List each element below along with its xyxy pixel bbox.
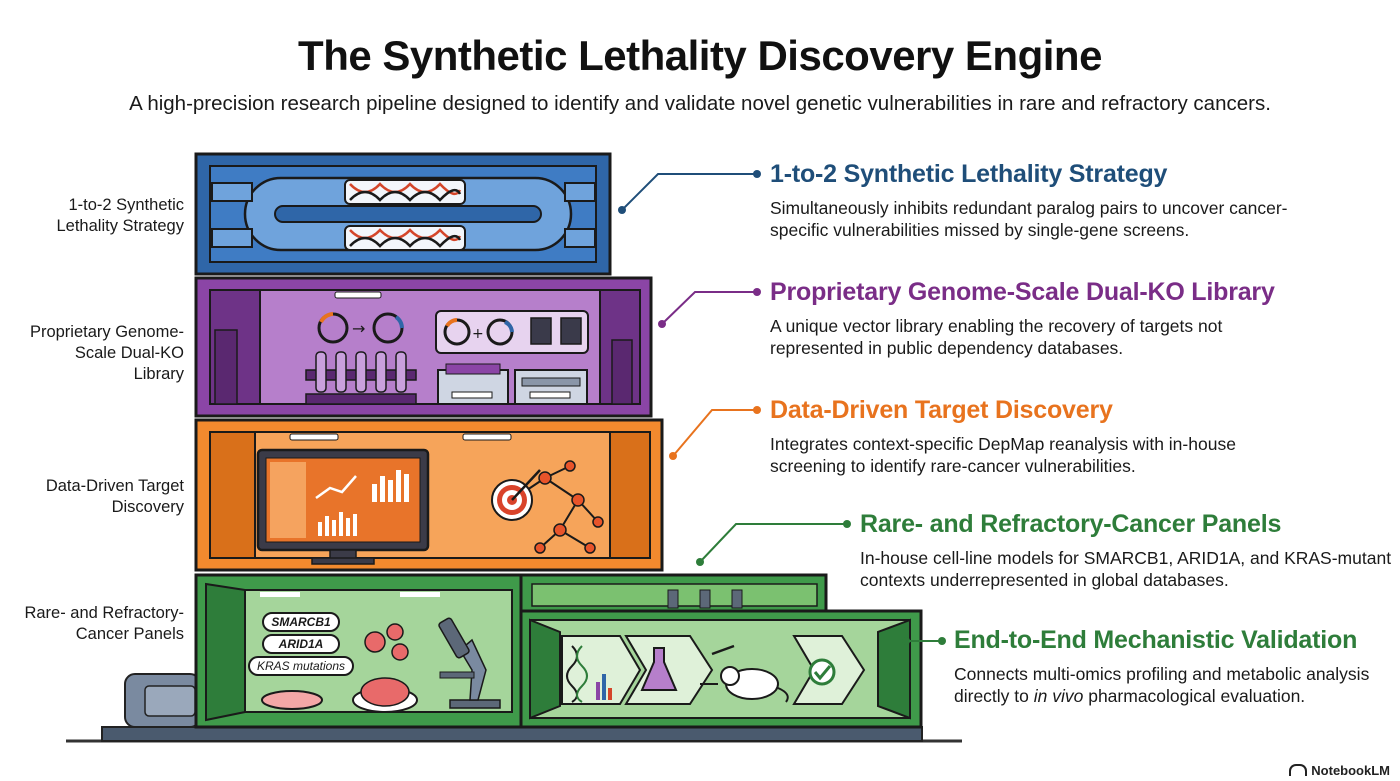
callout-text: Connects multi-omics profiling and metab…	[954, 663, 1394, 707]
callout-validation: End-to-End Mechanistic Validation Connec…	[954, 626, 1394, 707]
notebooklm-logo-icon	[1289, 764, 1308, 776]
callout-text: Simultaneously inhibits redundant paralo…	[770, 198, 1288, 240]
level-2-library-floor: → +	[194, 276, 653, 418]
page-title: The Synthetic Lethality Discovery Engine	[298, 32, 1102, 79]
callout-title: Proprietary Genome-Scale Dual-KO Library	[770, 278, 1275, 306]
callout-panels: Rare- and Refractory-Cancer Panels In-ho…	[860, 510, 1400, 591]
brand-mark: NotebookLM	[1289, 763, 1390, 778]
tumor-organoid-icon	[360, 677, 410, 707]
gene-tag-arid1a: ARID1A	[262, 634, 340, 654]
gene-tag-label: KRAS mutations	[256, 659, 346, 673]
callout-text-italic: in vivo	[1033, 686, 1084, 706]
dna-helix-icon	[344, 225, 466, 251]
svg-text:+: +	[472, 326, 484, 342]
petri-dish-icon	[261, 690, 323, 710]
gene-tag-kras: KRAS mutations	[248, 656, 354, 676]
page-subtitle: A high-precision research pipeline desig…	[129, 92, 1271, 115]
callout-title: End-to-End Mechanistic Validation	[954, 626, 1358, 654]
callout-discovery: Data-Driven Target Discovery Integrates …	[770, 396, 1310, 477]
callout-text: In-house cell-line models for SMARCB1, A…	[860, 548, 1392, 590]
callout-text: Integrates context-specific DepMap reana…	[770, 434, 1236, 476]
callout-title: Data-Driven Target Discovery	[770, 396, 1113, 424]
callout-text-part: Connects multi-omics profiling and metab…	[954, 664, 1370, 706]
svg-text:→: →	[352, 319, 365, 338]
level-4-panels-floor	[194, 573, 923, 729]
gene-tag-label: SMARCB1	[271, 615, 331, 629]
level-3-discovery-floor	[194, 418, 664, 572]
side-label-level-1: 1-to-2 Synthetic Lethality Strategy	[56, 196, 185, 235]
leader-lines	[618, 170, 946, 645]
callout-library: Proprietary Genome-Scale Dual-KO Library…	[770, 278, 1310, 359]
microscope-icon	[438, 617, 501, 709]
gene-tag-label: ARID1A	[278, 637, 324, 651]
chip-icon	[560, 317, 582, 345]
side-label-level-2: Proprietary Genome-Scale Dual-KO Library	[29, 323, 184, 383]
callout-text: A unique vector library enabling the rec…	[770, 316, 1223, 358]
side-label-level-3: Data-Driven Target Discovery	[45, 477, 184, 516]
callout-title: 1-to-2 Synthetic Lethality Strategy	[770, 160, 1168, 188]
test-tube-rack-icon	[305, 351, 417, 405]
level-1-strategy-floor	[194, 152, 612, 276]
side-label-level-4: Rare- and Refractory-Cancer Panels	[24, 604, 184, 643]
sequencer-icon	[437, 369, 509, 405]
monitor-icon	[256, 448, 430, 565]
callout-title: Rare- and Refractory-Cancer Panels	[860, 510, 1282, 538]
callout-strategy: 1-to-2 Synthetic Lethality Strategy Simu…	[770, 160, 1310, 241]
base-platform	[101, 726, 923, 742]
chip-icon	[530, 317, 552, 345]
dna-helix-icon	[344, 179, 466, 205]
validation-pipeline-icon	[561, 635, 866, 705]
callout-text-part: pharmacological evaluation.	[1083, 686, 1306, 706]
gene-tag-smarcb1: SMARCB1	[262, 612, 340, 632]
target-network-icon	[491, 460, 604, 554]
brand-name: NotebookLM	[1311, 763, 1390, 778]
sequencer-icon	[514, 369, 588, 405]
plasmid-icon: →	[317, 312, 404, 344]
